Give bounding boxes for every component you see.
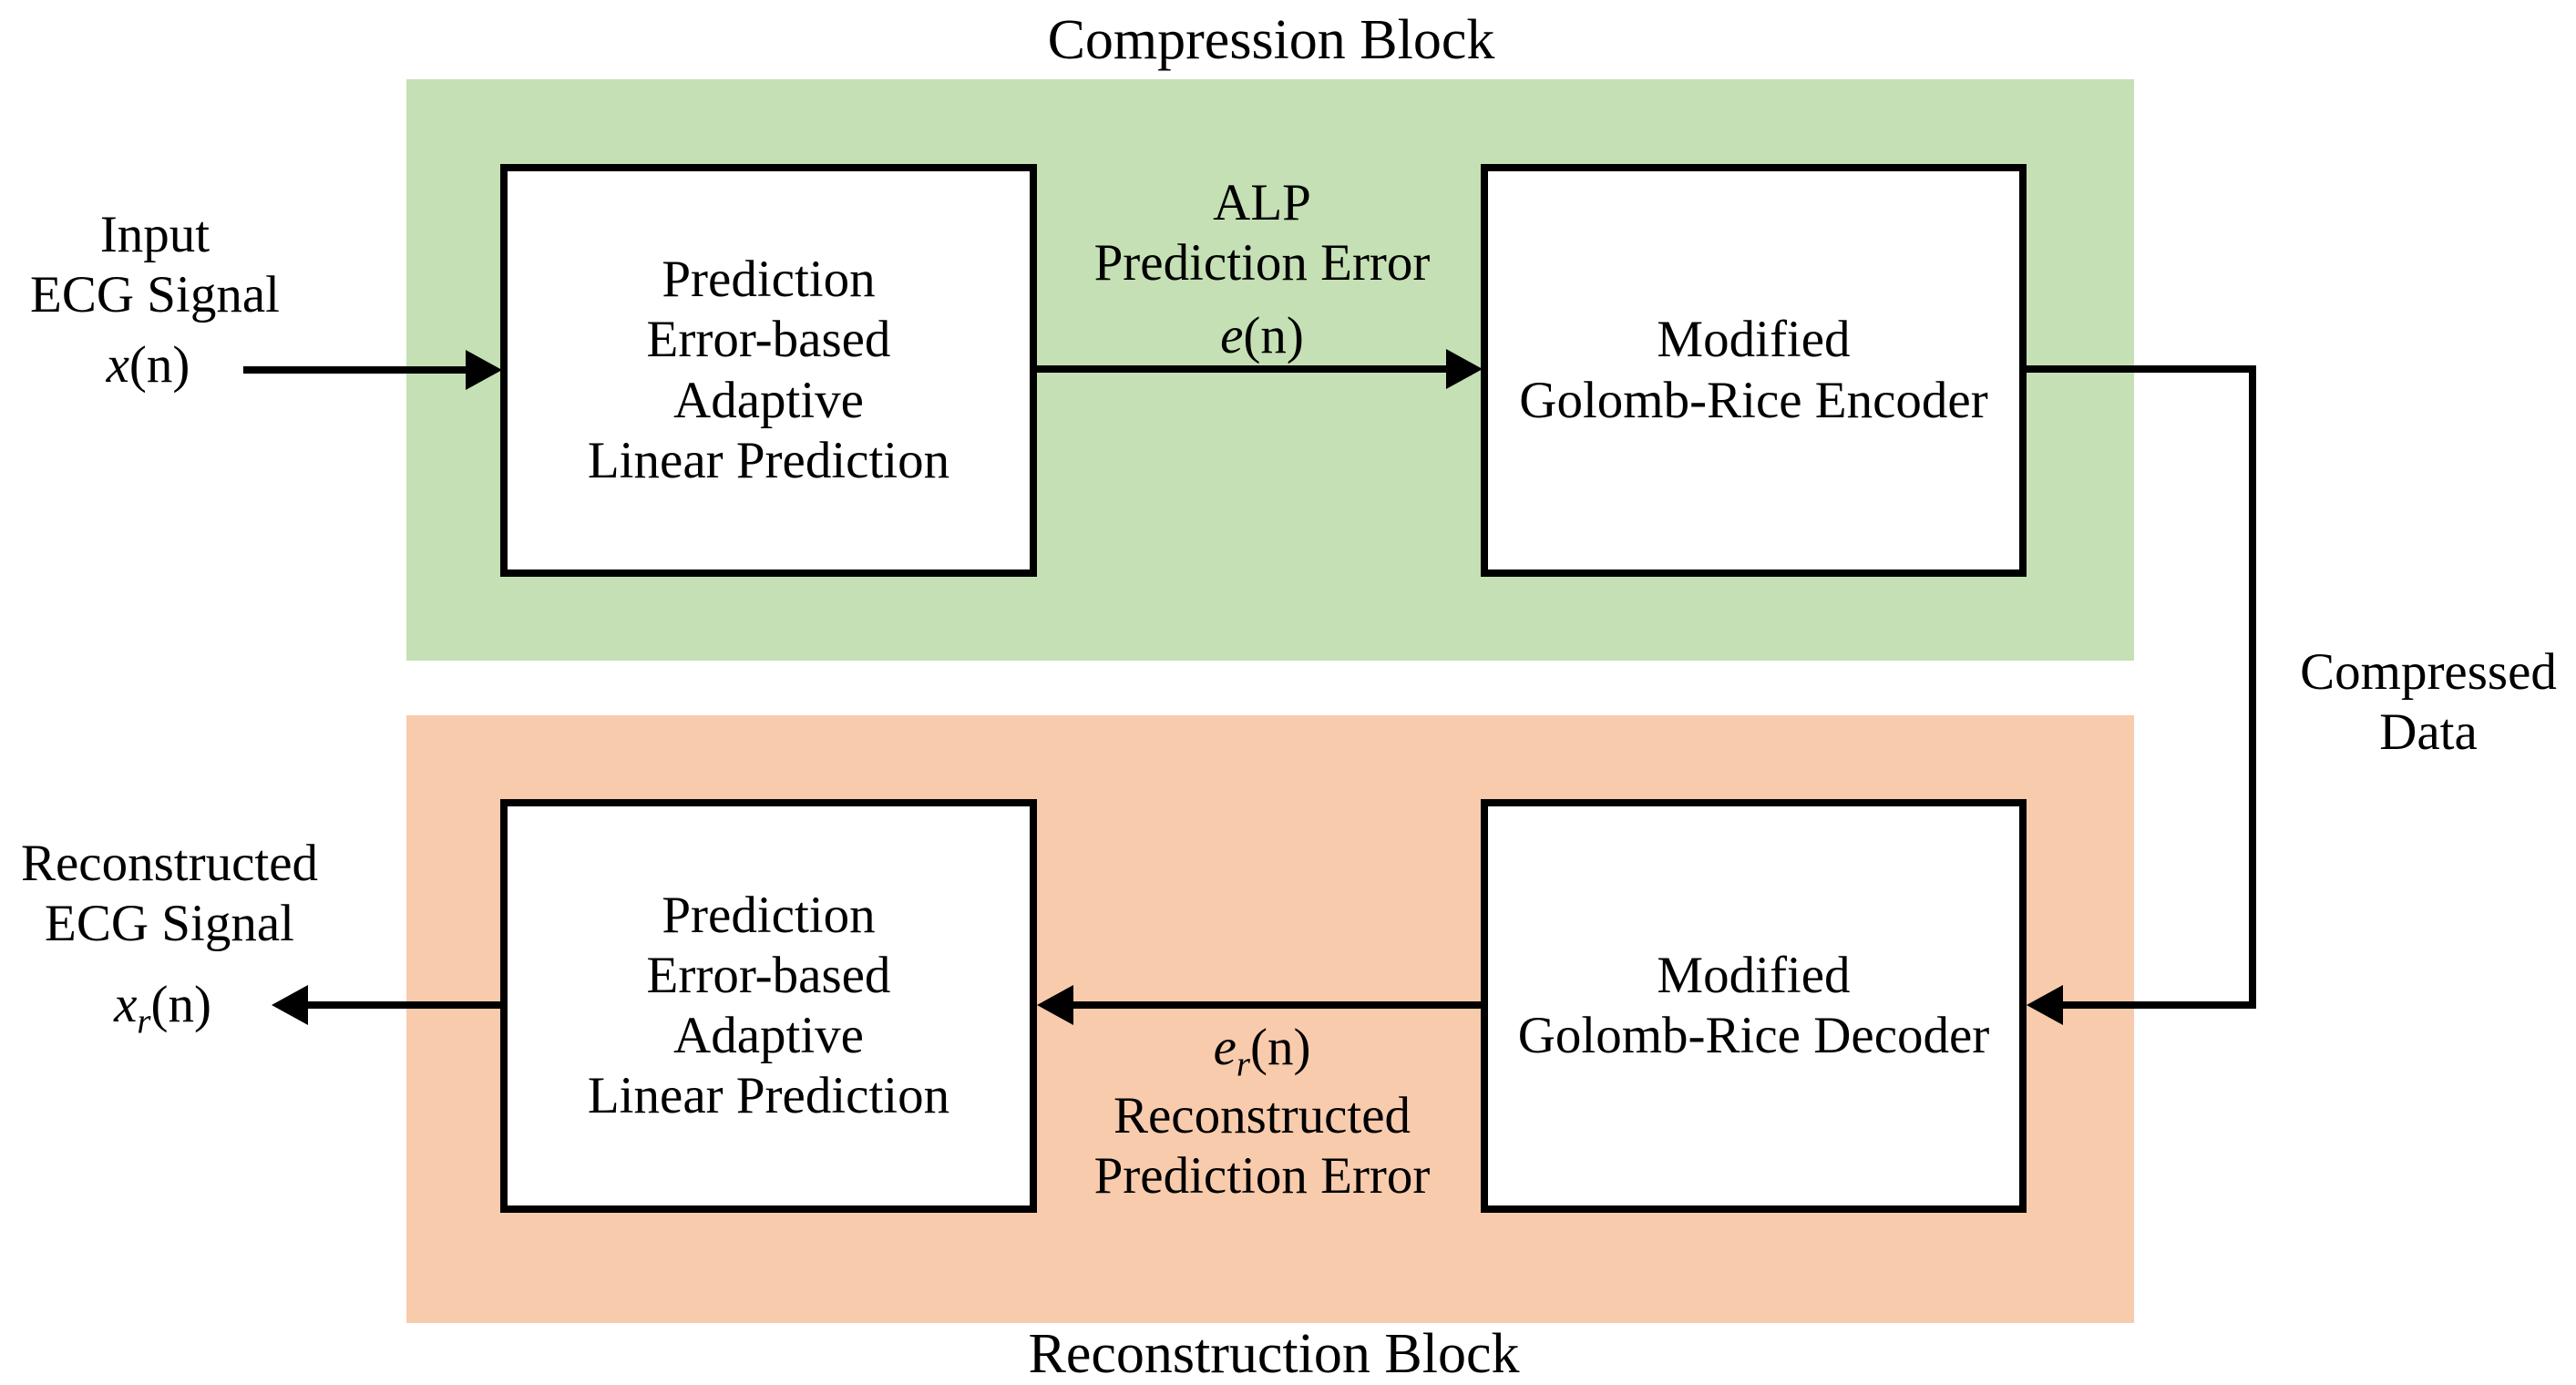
compressed-path-vertical-segment [2249, 365, 2256, 1009]
input-signal-line2: ECG Signal [30, 266, 280, 324]
output-arrow-shaft [306, 1001, 500, 1009]
compressed-data-label: Compressed Data [2264, 642, 2576, 763]
box-text-line: Linear Prediction [587, 1067, 950, 1125]
input-signal-line1: Input [99, 206, 210, 263]
reconstruction-block-label: Reconstruction Block [1028, 1323, 1520, 1385]
input-arrow-shaft [243, 366, 471, 374]
input-arrowhead-icon [466, 350, 502, 390]
compressed-path-top-segment [2027, 365, 2256, 373]
alp-error-label: ALP Prediction Error [1034, 173, 1490, 293]
reconstructed-signal-math: xr(n) [114, 976, 211, 1041]
alp-reconstruction-box: Prediction Error-based Adaptive Linear P… [500, 799, 1037, 1213]
alp-error-math: e(n) [1220, 307, 1304, 364]
reconstructed-error-math: er(n) [1213, 1019, 1311, 1084]
box-text-line: Adaptive [673, 1007, 864, 1064]
reconstructed-error-line1: Reconstructed [1113, 1087, 1411, 1144]
compressed-data-line1: Compressed [2300, 643, 2557, 701]
box-text-line: Error-based [646, 946, 891, 1004]
alp-compression-box: Prediction Error-based Adaptive Linear P… [500, 164, 1037, 577]
reconstructed-signal-label: Reconstructed ECG Signal [15, 834, 324, 954]
input-signal-math: x(n) [106, 336, 190, 394]
compressed-path-bottom-segment [2059, 1001, 2256, 1009]
decoder-input-arrowhead-icon [2027, 985, 2063, 1025]
box-text-line: Prediction [662, 886, 876, 944]
box-text-line: Prediction [662, 251, 876, 309]
box-text-line: Error-based [646, 311, 891, 369]
golomb-rice-encoder-box: Modified Golomb-Rice Encoder [1481, 164, 2027, 577]
box-text-line: Golomb-Rice Decoder [1517, 1007, 1990, 1064]
reconstructed-error-label: Reconstructed Prediction Error [1034, 1086, 1490, 1206]
alp-error-line1: ALP [1213, 174, 1311, 231]
reconstructed-signal-line1: Reconstructed [20, 835, 319, 892]
golomb-rice-decoder-box: Modified Golomb-Rice Decoder [1481, 799, 2027, 1213]
reconstructed-error-arrow-shaft [1072, 1001, 1481, 1009]
reconstructed-signal-line2: ECG Signal [45, 895, 294, 953]
box-text-line: Golomb-Rice Encoder [1519, 371, 1988, 429]
box-text-line: Modified [1657, 311, 1851, 369]
prediction-error-arrowhead-icon [1446, 349, 1483, 389]
prediction-error-arrow-shaft [1037, 365, 1450, 373]
box-text-line: Linear Prediction [587, 431, 950, 489]
reconstructed-error-line2: Prediction Error [1093, 1147, 1431, 1205]
output-arrowhead-icon [272, 985, 308, 1025]
input-signal-label: Input ECG Signal [0, 205, 310, 325]
compression-block-label: Compression Block [1047, 9, 1495, 71]
compressed-data-line2: Data [2379, 703, 2478, 762]
box-text-line: Modified [1657, 946, 1851, 1004]
reconstructed-error-arrowhead-icon [1037, 985, 1073, 1025]
alp-error-line2: Prediction Error [1093, 234, 1431, 292]
box-text-line: Adaptive [673, 371, 864, 429]
